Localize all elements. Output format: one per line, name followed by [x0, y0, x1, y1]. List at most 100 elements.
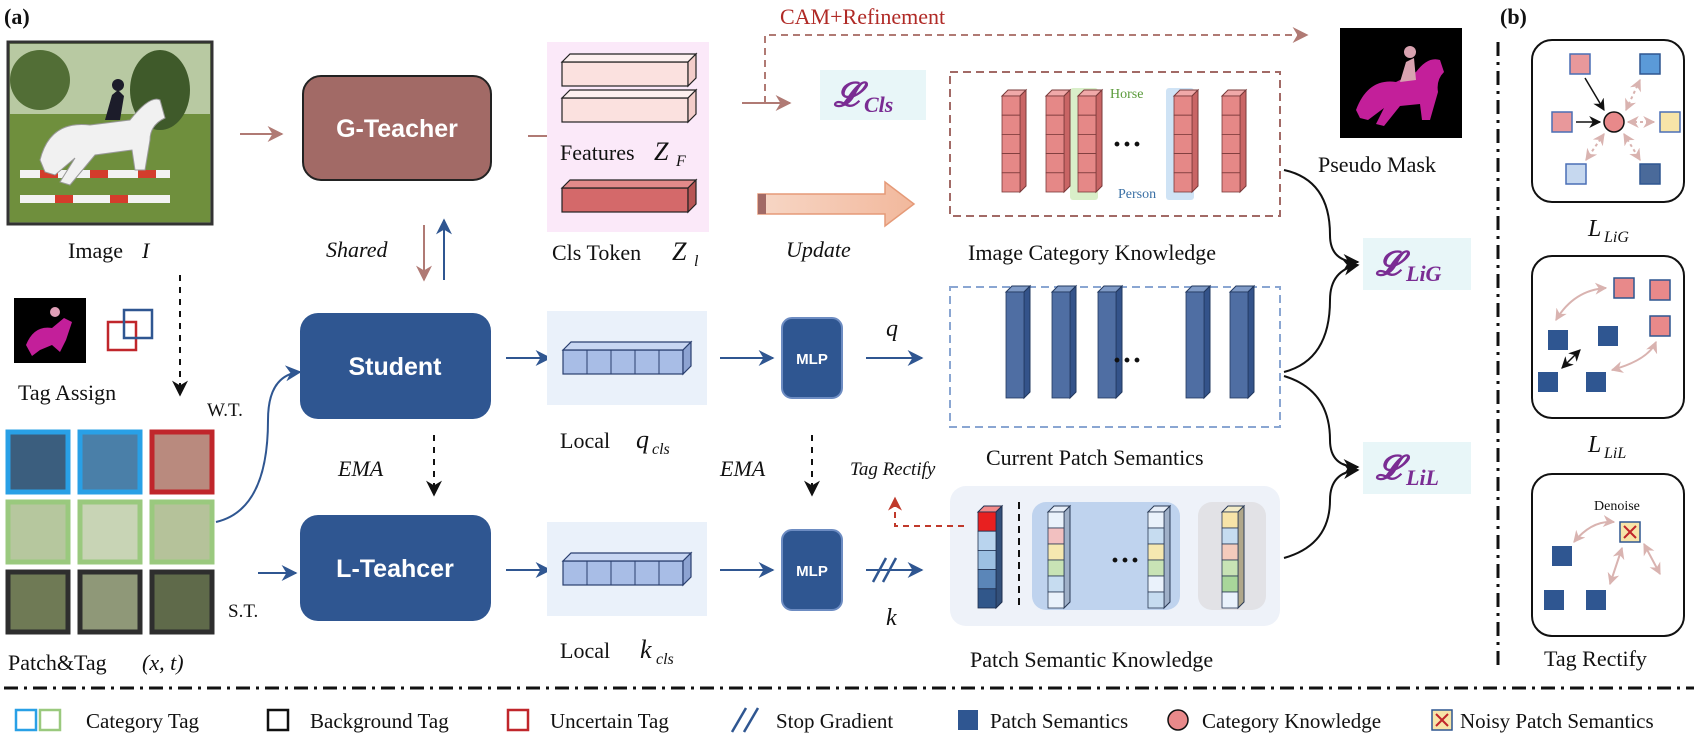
patch-tag-var: (x, t): [142, 650, 184, 675]
local-q-sub: cls: [652, 441, 670, 458]
legend-background-tag: Background Tag: [310, 709, 449, 733]
lil-loss: 𝓛 LiL: [1363, 442, 1471, 494]
student-label: Student: [348, 353, 442, 381]
horse-label: Horse: [1110, 87, 1143, 102]
legend-category-tag: Category Tag: [86, 709, 200, 733]
knowledge-dots: ···: [1110, 544, 1140, 577]
local-q-label: Local: [560, 428, 610, 453]
tag-rectify-label: Tag Rectify: [850, 459, 936, 480]
knowledge-to-lil-arrow: [1283, 463, 1360, 559]
st-label: S.T.: [228, 601, 258, 622]
cls-token-var: Z: [672, 237, 687, 266]
category-column-3: [1076, 88, 1104, 194]
update-label: Update: [786, 237, 851, 262]
patch-column-4: [1184, 284, 1212, 400]
mlp-top-label: MLP: [796, 351, 828, 368]
panel-b-tag-rectify-label: Tag Rectify: [1544, 646, 1647, 671]
features-sub: F: [675, 153, 686, 170]
patch-column-3: [1096, 284, 1124, 400]
panel-b-lig-sub: LiG: [1603, 229, 1629, 246]
knowledge-column-2: [1146, 504, 1172, 610]
cls-token-label: Cls Token: [552, 240, 641, 265]
cls-token-bar: [560, 178, 698, 214]
tag-assign-label: Tag Assign: [18, 380, 116, 405]
image-category-knowledge: [949, 71, 1281, 217]
local-k-var: k: [640, 635, 652, 664]
image-category-label: Image Category Knowledge: [968, 240, 1216, 265]
local-k-panel: [547, 522, 707, 616]
g-teacher-label: G-Teacher: [336, 115, 458, 143]
knowledge-column-1: [1046, 504, 1072, 610]
panel-b-lil: [1531, 255, 1685, 419]
patch-to-lil-arrow: [1283, 375, 1360, 475]
category-column-1: [1000, 88, 1028, 194]
patch-tag-label: Patch&Tag: [8, 650, 107, 675]
current-patch-label: Current Patch Semantics: [986, 445, 1204, 470]
stop-gradient-mark: [871, 557, 898, 583]
pseudo-mask-label: Pseudo Mask: [1318, 152, 1436, 177]
legend-uncertain-tag: Uncertain Tag: [550, 709, 669, 733]
patch-dots: ···: [1112, 344, 1142, 377]
legend-patch-semantics: Patch Semantics: [990, 709, 1128, 733]
panel-b-tag-rectify: [1531, 473, 1685, 637]
patch-to-lig-arrow: [1283, 259, 1360, 373]
input-image: [6, 40, 214, 226]
local-q-var: q: [636, 425, 649, 454]
student-module: Student: [300, 313, 491, 419]
feature-bar-2: [560, 88, 698, 124]
legend-category-tag-icon: [14, 708, 62, 732]
shared-label: Shared: [326, 237, 389, 262]
lil-loss-sub: LiL: [1405, 465, 1439, 490]
legend-noisy-patch: Noisy Patch Semantics: [1460, 709, 1654, 733]
l-teacher-module: L-Teahcer: [300, 515, 491, 621]
category-column-5: [1220, 88, 1248, 194]
tag-rectify-arrow: [888, 496, 964, 527]
panel-b-lil-sub: LiL: [1603, 445, 1626, 462]
legend-noisy-patch-icon: [1431, 709, 1453, 731]
patch-column-5: [1228, 284, 1256, 400]
panel-b-lig: [1531, 39, 1685, 203]
patch-column-1: [1004, 284, 1032, 400]
legend-patch-semantics-icon: [958, 710, 978, 730]
legend-stop-gradient-icon: [730, 707, 760, 733]
legend-background-tag-icon: [266, 708, 290, 732]
mlp-bottom-label: MLP: [796, 563, 828, 580]
patch-semantic-label: Patch Semantic Knowledge: [970, 647, 1213, 672]
pseudo-mask: [1340, 28, 1462, 138]
panel-b-lig-symbol: L: [1587, 216, 1601, 242]
local-k-label: Local: [560, 638, 610, 663]
legend: Category Tag Background Tag Uncertain Ta…: [14, 707, 1654, 733]
panel-label-a: (a): [4, 4, 30, 29]
features-panel: [547, 42, 709, 232]
lig-loss: 𝓛 LiG: [1363, 238, 1471, 290]
patch-semantic-knowledge: [950, 486, 1280, 626]
panel-label-b: (b): [1500, 4, 1527, 29]
category-dots: ···: [1112, 128, 1142, 161]
cls-loss-sub: Cls: [864, 92, 893, 117]
wt-label: W.T.: [207, 400, 243, 421]
knowledge-column-3: [1220, 504, 1246, 610]
mlp-bottom: MLP: [781, 529, 843, 611]
feature-bar-1: [560, 52, 698, 88]
mlp-top: MLP: [781, 317, 843, 399]
image-label: Image: [68, 238, 123, 263]
current-patch-semantics: [949, 284, 1281, 428]
image-var: I: [141, 238, 151, 263]
local-q-panel: [547, 311, 707, 405]
patch-grid: [5, 429, 215, 635]
legend-category-knowledge: Category Knowledge: [1202, 709, 1381, 733]
panel-b-denoise-label: Denoise: [1594, 499, 1640, 514]
cls-loss: 𝓛 Cls: [820, 70, 926, 120]
legend-stop-gradient: Stop Gradient: [776, 709, 893, 733]
category-column-4: [1172, 88, 1200, 194]
features-var: Z: [654, 137, 669, 166]
q-label: q: [886, 316, 898, 342]
category-column-2: [1044, 88, 1072, 194]
wt-arrow: [215, 365, 302, 523]
rectify-column: [976, 504, 1004, 610]
tag-assign-mask: [14, 298, 86, 363]
update-arrow: [757, 180, 916, 228]
cam-refinement-label: CAM+Refinement: [780, 4, 945, 29]
lig-loss-sub: LiG: [1405, 261, 1442, 286]
